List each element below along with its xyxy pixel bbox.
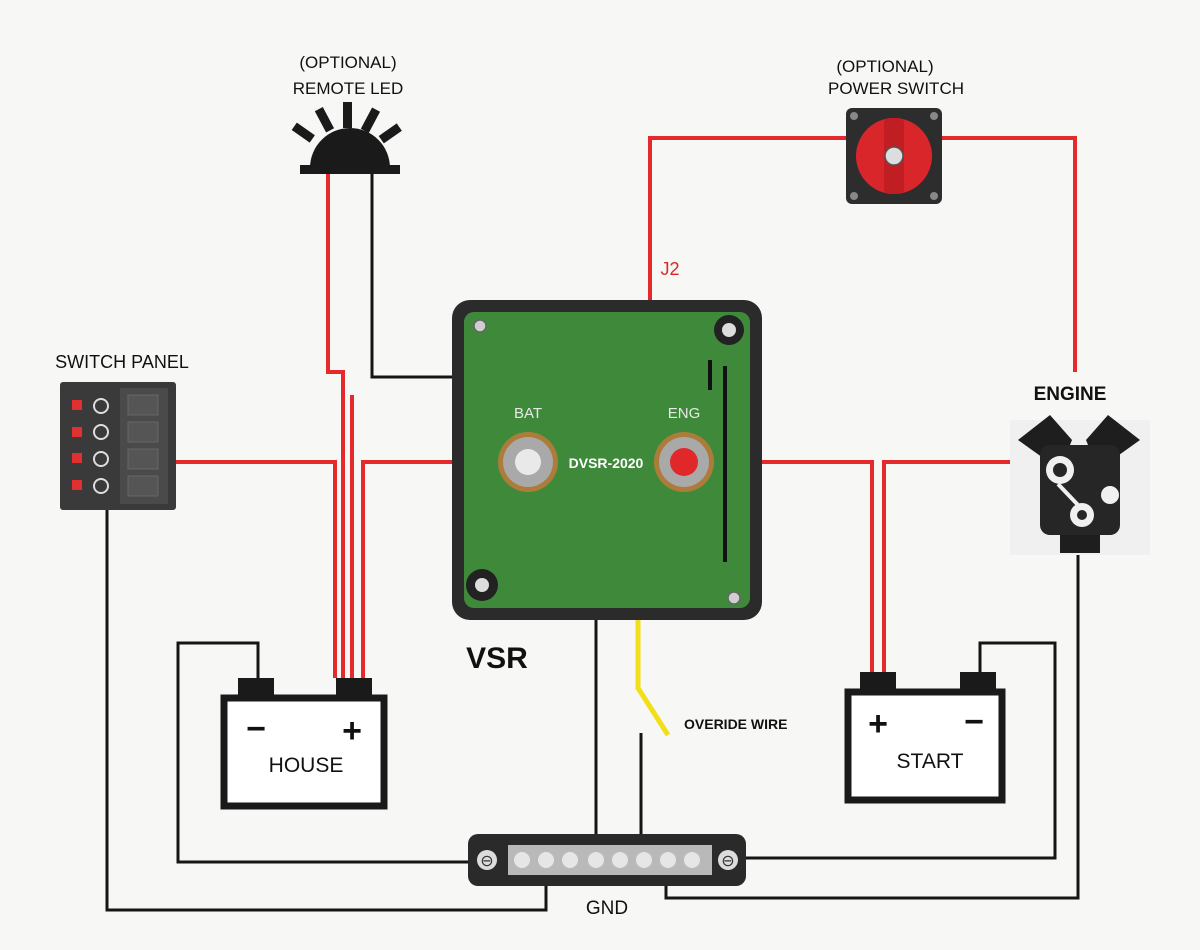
bat-terminal-post-icon <box>498 432 558 492</box>
start-battery-label: START <box>897 750 964 773</box>
override-wire-label: OVERIDE WIRE <box>684 716 787 732</box>
battery-switch-icon <box>846 108 942 204</box>
wire-power-switch-to-engine <box>940 136 1077 372</box>
house-battery-label: HOUSE <box>269 754 344 777</box>
wire-engine-to-start <box>882 460 1012 672</box>
led-connector <box>708 360 712 390</box>
house-plus-sign: + <box>342 712 362 750</box>
mount-hole-center-icon <box>722 323 736 337</box>
remote-led-label: REMOTE LED <box>293 79 404 98</box>
power-switch-optional-label: (OPTIONAL) <box>836 57 933 76</box>
remote-led-optional-label: (OPTIONAL) <box>299 53 396 72</box>
switch-panel: SWITCH PANEL <box>55 352 189 510</box>
eng-terminal-label: ENG <box>668 405 701 422</box>
eng-terminal-post-icon <box>654 432 714 492</box>
wire-led-red <box>326 170 345 678</box>
house-minus-sign: − <box>246 710 266 748</box>
engine-icon <box>1010 415 1150 555</box>
svg-text:⊖: ⊖ <box>721 853 734 870</box>
led-lamp-icon <box>291 102 402 174</box>
ground-busbar: ⊖ ⊖ GND <box>468 834 746 919</box>
switch-panel-icon <box>60 382 176 510</box>
house-battery-body <box>220 694 388 810</box>
power-switch: (OPTIONAL) POWER SWITCH <box>828 57 964 204</box>
j2-label: J2 <box>660 259 679 279</box>
ground-connector <box>723 366 727 562</box>
screw-icon <box>473 319 487 333</box>
vsr-label: VSR <box>466 642 528 675</box>
ground-busbar-icon: ⊖ ⊖ <box>468 834 746 886</box>
svg-text:⊖: ⊖ <box>480 853 493 870</box>
board-model-label: DVSR-2020 <box>569 455 644 471</box>
ground-bus-label: GND <box>586 898 628 919</box>
engine-label: ENGINE <box>1034 384 1107 405</box>
bat-terminal-label: BAT <box>514 405 542 422</box>
wire-house-negative <box>176 641 484 864</box>
start-plus-sign: + <box>868 705 888 743</box>
screw-icon <box>727 591 741 605</box>
start-battery-body <box>844 688 1006 804</box>
start-minus-sign: − <box>964 703 984 741</box>
wire-switch-panel-feed <box>176 460 337 678</box>
power-switch-label: POWER SWITCH <box>828 79 964 98</box>
vsr-board: BAT ENG DVSR-2020 VSR <box>452 300 762 675</box>
remote-led: (OPTIONAL) REMOTE LED <box>291 53 404 174</box>
wire-start-negative <box>728 641 1057 860</box>
mount-hole-center-icon <box>475 578 489 592</box>
house-battery: − + HOUSE <box>220 678 388 810</box>
switch-panel-label: SWITCH PANEL <box>55 352 189 372</box>
start-battery: + − START <box>844 672 1006 804</box>
engine: ENGINE <box>1010 384 1150 555</box>
vsr-pcb <box>464 312 750 608</box>
